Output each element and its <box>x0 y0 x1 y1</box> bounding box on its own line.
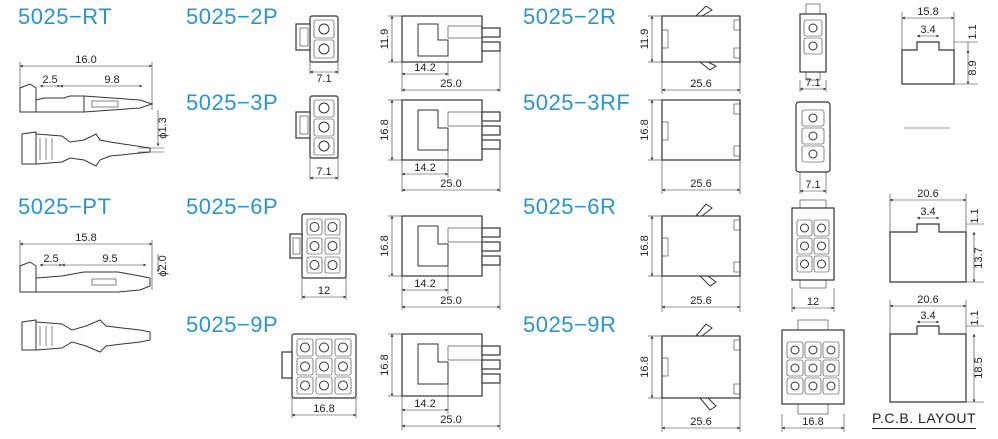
dim-3rf-length: 25.6 <box>690 178 711 190</box>
dim-pt-b: 9.5 <box>102 253 117 265</box>
dim-3p-inner: 14.2 <box>414 162 435 174</box>
dim-3rf-width: 7.1 <box>805 179 820 191</box>
title-5025-9r: 5025−9R <box>523 312 617 337</box>
connector-9p-front: 16.8 <box>281 333 357 418</box>
dim-pcb3-gap: 3.4 <box>920 310 935 322</box>
dim-3rf-height: 16.8 <box>639 119 651 140</box>
receptacle-6r-side: 16.8 25.6 <box>639 203 741 312</box>
dim-3p-height: 16.8 <box>379 119 391 140</box>
dim-2r-length: 25.6 <box>690 78 711 90</box>
dim-2p-inner: 14.2 <box>414 62 435 74</box>
connector-2p-side: 11.9 14.2 25.0 <box>379 15 501 92</box>
title-5025-2p: 5025−2P <box>186 4 279 29</box>
connector-6p-side: 16.8 14.2 25.0 <box>379 215 501 310</box>
dim-2r-width: 7.1 <box>805 77 820 89</box>
connector-3p-side: 16.8 14.2 25.0 <box>379 99 501 192</box>
connector-2p-front: 7.1 <box>295 15 339 85</box>
connector-3p-front: 7.1 <box>295 95 339 180</box>
title-5025-rt: 5025−RT <box>18 4 113 29</box>
dim-6r-height: 16.8 <box>639 235 651 256</box>
dim-6p-height: 16.8 <box>379 235 391 256</box>
title-5025-6r: 5025−6R <box>523 194 617 219</box>
title-5025-3p: 5025−3P <box>186 90 279 115</box>
dim-2p-width: 7.1 <box>316 73 331 85</box>
dim-pcb2-width: 20.6 <box>917 188 938 200</box>
dim-pt-a: 2.5 <box>43 253 58 265</box>
dim-2r-height: 11.9 <box>639 29 651 50</box>
dim-9r-width: 16.8 <box>802 416 823 428</box>
receptacle-3rf-front: 7.1 <box>795 101 831 194</box>
receptacle-9r-front: 16.8 <box>781 319 845 432</box>
receptacle-3rf-side: 16.8 25.6 <box>639 99 741 194</box>
dim-9p-width: 16.8 <box>313 403 334 415</box>
title-5025-3rf: 5025−3RF <box>523 90 631 115</box>
terminal-pt-drawing: 15.8 2.5 9.5 ϕ2.0 <box>19 232 169 353</box>
dim-rt-length: 16.0 <box>75 54 96 66</box>
receptacle-6r-front: 12 <box>791 199 835 312</box>
dim-9p-length: 25.0 <box>440 414 461 426</box>
dim-pcb1-gap: 3.4 <box>920 24 935 36</box>
pcb-layout-label: P.C.B. LAYOUT <box>872 410 977 429</box>
dim-6p-width: 12 <box>318 285 330 297</box>
title-5025-pt: 5025−PT <box>18 194 112 219</box>
dim-9r-height: 16.8 <box>639 356 651 377</box>
pcb-layout-6: 20.6 3.4 1.1 13.7 <box>889 188 985 283</box>
dim-6p-length: 25.0 <box>440 295 461 307</box>
dim-6r-width: 12 <box>807 296 819 308</box>
receptacle-9r-side: 16.8 25.6 <box>639 323 741 432</box>
receptacle-2r-side: 11.9 25.6 <box>639 5 741 94</box>
title-5025-2r: 5025−2R <box>523 4 617 29</box>
dim-6p-inner: 14.2 <box>414 278 435 290</box>
dim-3p-width: 7.1 <box>316 166 331 178</box>
dim-9p-height: 16.8 <box>379 354 391 375</box>
dim-pcb2-height: 13.7 <box>973 247 985 268</box>
dim-2p-length: 25.0 <box>440 78 461 90</box>
dim-rt-diameter: ϕ1.3 <box>157 117 169 138</box>
dim-3p-length: 25.0 <box>440 178 461 190</box>
dim-pt-diameter: ϕ2.0 <box>157 255 169 276</box>
connector-9p-side: 16.8 14.2 25.0 <box>379 333 501 430</box>
dim-pcb2-tab: 1.1 <box>969 208 981 223</box>
pcb-layout-9: 20.6 3.4 1.1 18.5 <box>889 294 985 403</box>
dim-pcb1-width: 15.8 <box>917 6 938 18</box>
dim-rt-a: 2.5 <box>42 74 57 86</box>
dim-pcb3-tab: 1.1 <box>969 310 981 325</box>
title-5025-6p: 5025−6P <box>186 194 279 219</box>
dim-9p-inner: 14.2 <box>414 398 435 410</box>
dim-pcb1-height: 8.9 <box>967 60 979 75</box>
dim-pcb2-gap: 3.4 <box>920 206 935 218</box>
dim-2p-height: 11.9 <box>379 29 391 50</box>
dim-rt-b: 9.8 <box>104 74 119 86</box>
pcb-layout-2: 15.8 3.4 1.1 8.9 <box>901 6 979 85</box>
dim-pcb3-width: 20.6 <box>917 294 938 306</box>
title-5025-9p: 5025−9P <box>186 312 279 337</box>
dim-pcb1-tab: 1.1 <box>967 24 979 39</box>
dim-9r-length: 25.6 <box>690 416 711 428</box>
dim-pcb3-height: 18.5 <box>973 357 985 378</box>
receptacle-2r-front: 7.1 <box>799 3 827 92</box>
dim-6r-length: 25.6 <box>690 295 711 307</box>
dim-pt-length: 15.8 <box>75 232 96 244</box>
connector-6p-front: 12 <box>289 213 347 300</box>
terminal-rt-drawing: 16.0 2.5 9.8 ϕ1.3 <box>19 54 169 167</box>
